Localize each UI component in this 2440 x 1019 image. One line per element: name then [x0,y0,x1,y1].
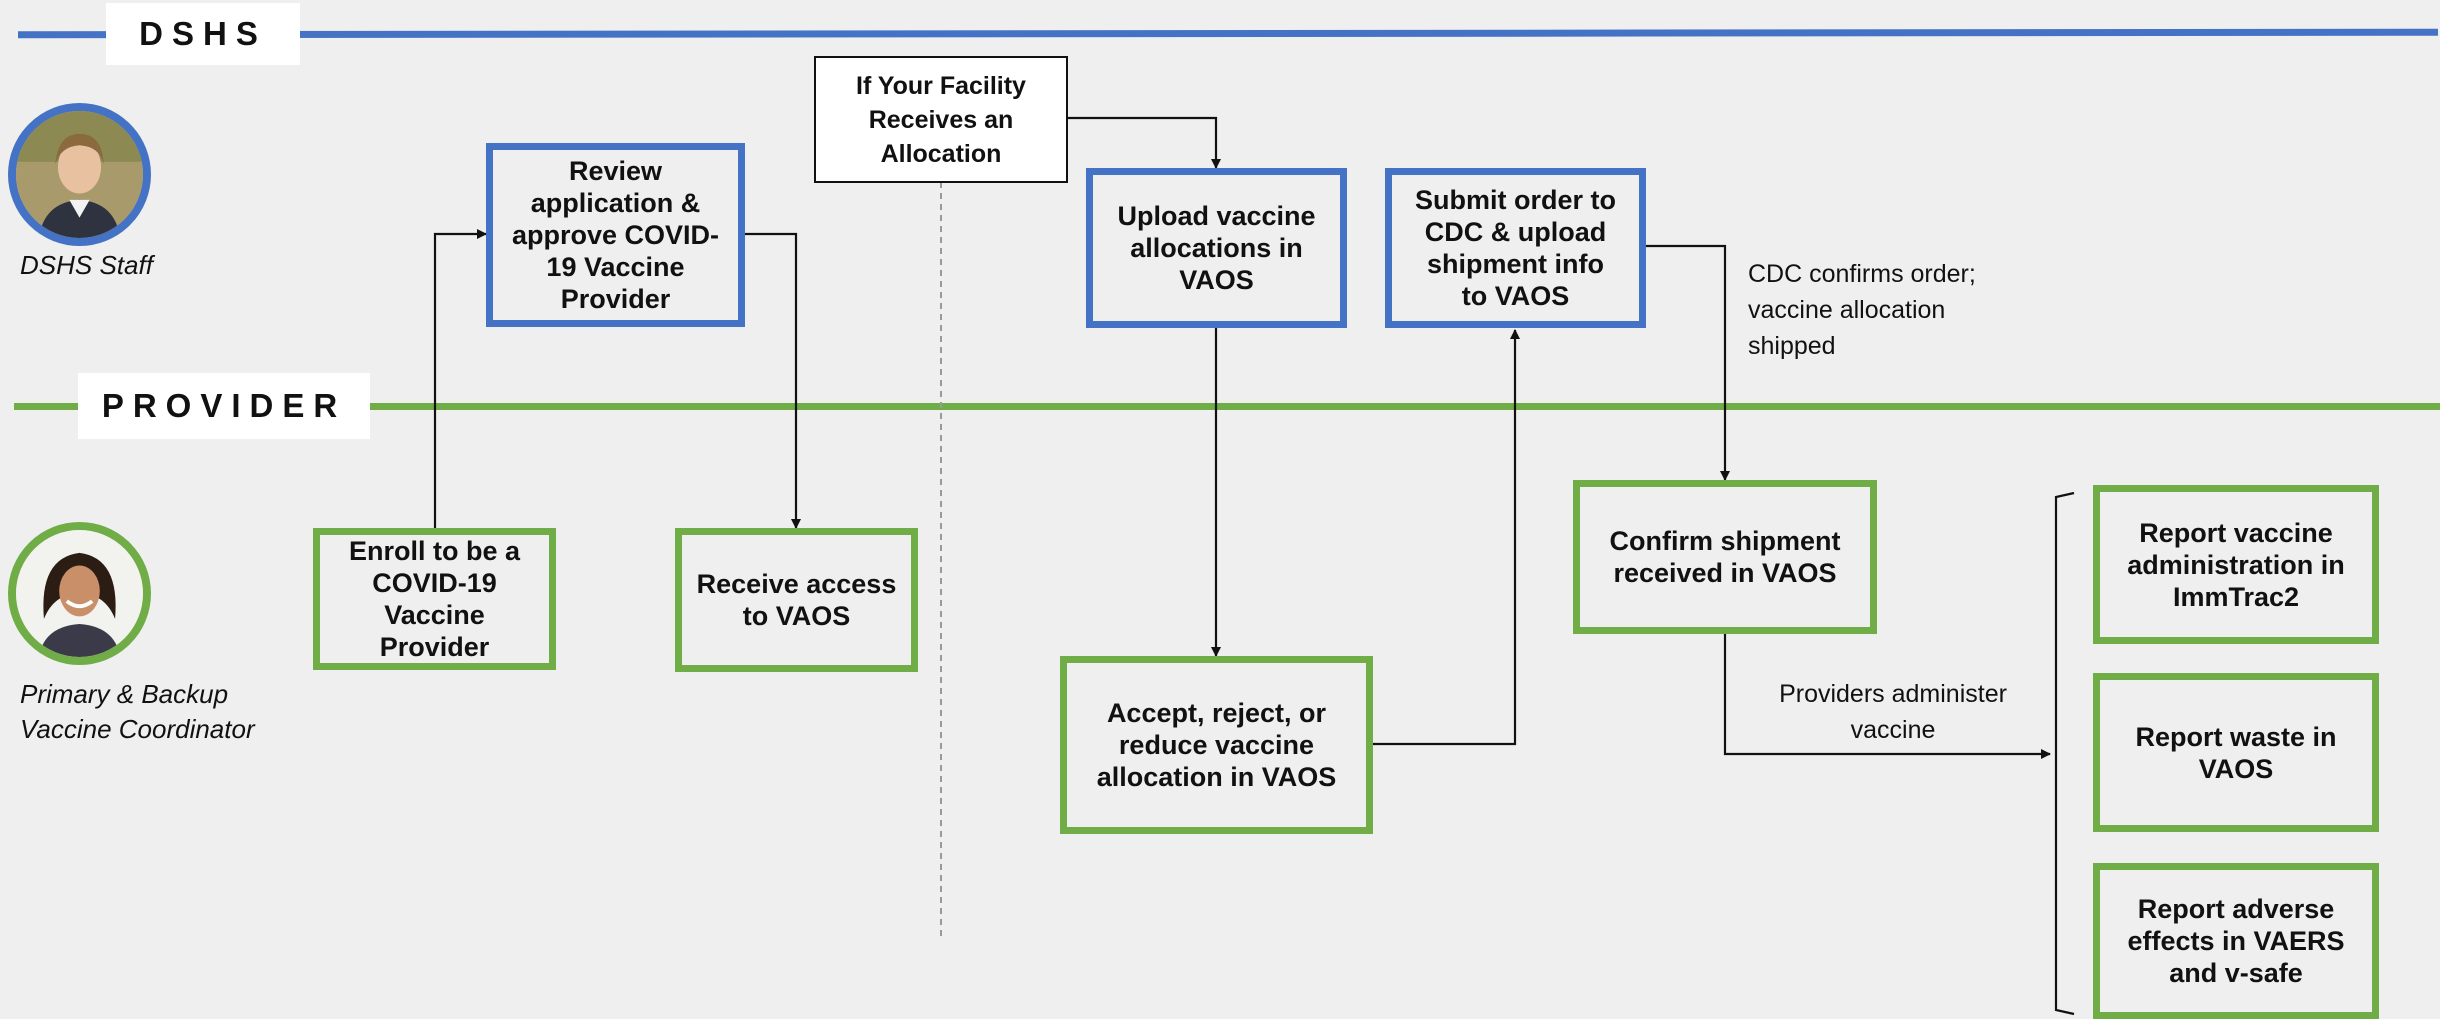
arrow-note-to-upload [1067,116,1221,169]
dshs-staff-role: DSHS Staff [20,250,153,280]
step-review-application: Review application & approve COVID- 19 V… [486,143,745,327]
step-upload-allocations: Upload vaccine allocations in VAOS [1086,168,1347,328]
provider-coordinator-avatar [8,522,151,665]
person-photo-icon [16,530,143,657]
step-enroll-provider: Enroll to be a COVID-19 Vaccine Provider [313,528,556,670]
dshs-staff-avatar [8,103,151,246]
step-accept-reject-reduce: Accept, reject, or reduce vaccine alloca… [1060,656,1373,834]
step-receive-access: Receive access to VAOS [675,528,918,672]
step-report-adverse-effects: Report adverse effects in VAERS and v-sa… [2093,863,2379,1019]
dshs-lane-label: DSHS [106,3,300,65]
caption-providers-administer: Providers administer vaccine [1779,680,2007,744]
note-if-facility-receives-allocation: If Your Facility Receives an Allocation [814,56,1068,183]
step-report-administration: Report vaccine administration in ImmTrac… [2093,485,2379,644]
reports-bracket [2054,491,2075,1016]
arrow-review-to-receive-access [743,232,801,529]
step-report-waste: Report waste in VAOS [2093,673,2379,832]
arrow-enroll-to-review [433,229,487,530]
provider-lane-line [14,403,2440,410]
provider-lane-label: PROVIDER [78,373,370,439]
step-submit-order: Submit order to CDC & upload shipment in… [1385,168,1646,328]
step-confirm-shipment: Confirm shipment received in VAOS [1573,480,1877,634]
caption-cdc-confirms: CDC confirms order; vaccine allocation s… [1748,260,1976,360]
arrow-accept-to-submit [1372,329,1520,746]
dshs-lane-line [17,28,2439,39]
arrow-submit-to-confirm [1643,244,1730,481]
person-photo-icon [16,111,143,238]
provider-coordinator-role: Primary & Backup Vaccine Coordinator [20,679,255,744]
